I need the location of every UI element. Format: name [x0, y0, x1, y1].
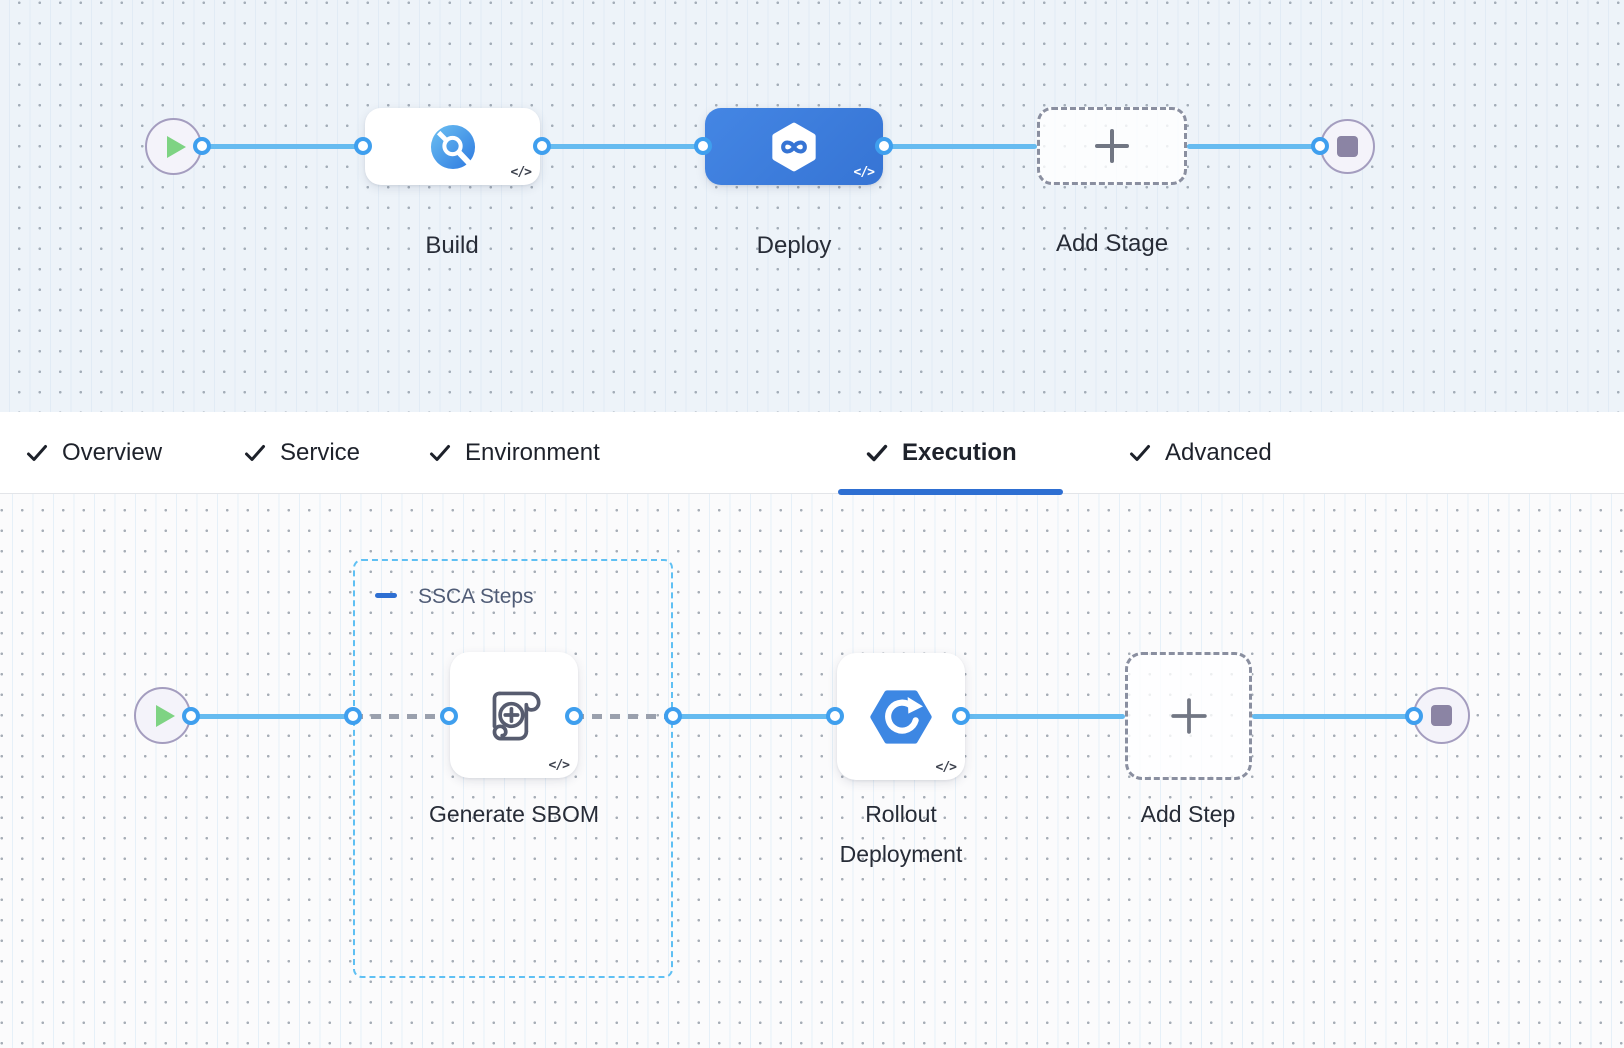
- stage-label-build: Build: [425, 232, 479, 259]
- add-step-label: Add Step: [1140, 801, 1236, 827]
- ci-build-icon: [430, 124, 475, 169]
- tab-environment[interactable]: Environment: [428, 412, 600, 494]
- connector-line: [191, 714, 353, 719]
- play-icon: [166, 135, 186, 158]
- check-icon: [27, 445, 47, 461]
- add-stage-label: Add Stage: [1055, 230, 1169, 257]
- connection-port[interactable]: [875, 137, 893, 155]
- add-stage-button[interactable]: [1037, 107, 1187, 185]
- connection-port[interactable]: [440, 707, 458, 725]
- tab-label: Overview: [62, 439, 163, 466]
- connection-port[interactable]: [533, 137, 551, 155]
- step-node-generate-sbom[interactable]: </>: [450, 652, 578, 778]
- step-node-rollout-deployment[interactable]: </>: [837, 653, 965, 780]
- connector-line-dashed: [353, 714, 449, 719]
- step-group-ssca: [353, 559, 673, 978]
- stage-node-deploy[interactable]: </>: [705, 108, 883, 185]
- pipeline-end-node: [1320, 119, 1375, 174]
- pipeline-start-node: [145, 118, 202, 175]
- cd-deploy-icon: [772, 122, 816, 171]
- tab-advanced[interactable]: Advanced: [1128, 412, 1272, 494]
- group-collapse-button[interactable]: [375, 593, 397, 598]
- yaml-code-icon: </>: [548, 758, 571, 773]
- check-icon: [430, 445, 450, 461]
- connection-port[interactable]: [664, 707, 682, 725]
- connection-port[interactable]: [565, 707, 583, 725]
- yaml-code-icon: </>: [935, 760, 958, 775]
- play-icon: [155, 704, 175, 727]
- plus-icon: [1170, 698, 1207, 734]
- step-label-rollout-deployment: Rollout Deployment: [839, 801, 963, 867]
- add-step-button[interactable]: [1125, 652, 1252, 780]
- stop-icon: [1337, 136, 1358, 157]
- connector-line: [1252, 714, 1414, 719]
- connection-port[interactable]: [182, 707, 200, 725]
- rollout-icon: [870, 689, 932, 744]
- stage-config-tabs: Overview Service Environment Execution A…: [0, 412, 1624, 495]
- plus-icon: [1095, 129, 1129, 163]
- tab-service[interactable]: Service: [243, 412, 360, 494]
- check-icon: [866, 444, 888, 462]
- active-tab-underline: [838, 489, 1063, 495]
- connection-port[interactable]: [193, 137, 211, 155]
- stop-icon: [1431, 705, 1452, 726]
- yaml-code-icon: </>: [853, 165, 876, 180]
- check-icon: [1130, 445, 1150, 461]
- connection-port[interactable]: [354, 137, 372, 155]
- connection-port[interactable]: [344, 707, 362, 725]
- connection-port[interactable]: [694, 137, 712, 155]
- connector-line: [673, 714, 835, 719]
- connection-port[interactable]: [826, 707, 844, 725]
- stage-label-deploy: Deploy: [756, 232, 832, 259]
- connector-line: [542, 144, 703, 149]
- stage-node-build[interactable]: </>: [365, 108, 540, 185]
- connection-port[interactable]: [952, 707, 970, 725]
- yaml-code-icon: </>: [510, 165, 533, 180]
- check-icon: [245, 445, 265, 461]
- tab-label: Advanced: [1165, 439, 1272, 466]
- step-group-label: SSCA Steps: [418, 585, 534, 608]
- connector-line: [961, 714, 1125, 719]
- connector-line: [884, 144, 1037, 149]
- execution-start-node: [134, 687, 191, 744]
- step-label-generate-sbom: Generate SBOM: [428, 801, 600, 827]
- stage-canvas[interactable]: </> </> Build Deploy Add Stage: [0, 0, 1624, 412]
- tab-label: Environment: [465, 439, 600, 466]
- connection-port[interactable]: [1405, 707, 1423, 725]
- connection-port[interactable]: [1311, 137, 1329, 155]
- sbom-scroll-icon: [492, 691, 541, 741]
- tab-execution[interactable]: Execution: [865, 412, 1017, 494]
- connector-line: [202, 144, 363, 149]
- connector-line: [1187, 144, 1320, 149]
- tab-label: Service: [280, 439, 361, 466]
- tab-label: Execution: [902, 439, 1017, 466]
- execution-canvas[interactable]: SSCA Steps </>: [0, 494, 1624, 1048]
- tab-overview[interactable]: Overview: [25, 412, 162, 494]
- connector-line-dashed: [574, 714, 673, 719]
